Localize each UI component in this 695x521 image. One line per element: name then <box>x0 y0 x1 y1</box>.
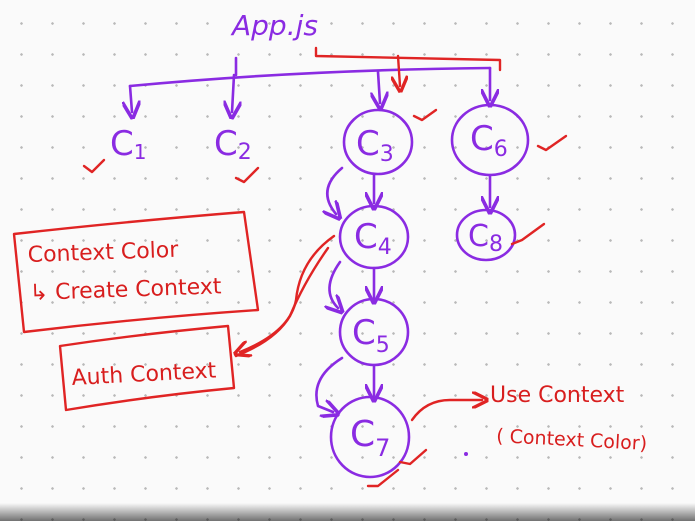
node-c8: C8 <box>468 219 503 257</box>
node-c7: C7 <box>350 414 390 462</box>
check-mark-c6 <box>536 134 568 152</box>
red-arrow-c4-to-auth <box>240 234 336 352</box>
svg-text:C4: C4 <box>354 217 392 260</box>
check-mark-c3 <box>412 108 438 122</box>
svg-text:C6: C6 <box>470 119 508 162</box>
svg-text:C1: C1 <box>110 124 146 164</box>
context-color-label: Context Color <box>27 238 179 268</box>
node-c4: C4 <box>354 217 392 260</box>
check-mark-c2 <box>234 166 260 184</box>
red-arrow-c7-to-use-context <box>410 400 482 422</box>
red-bracket-from-root <box>314 46 502 72</box>
create-context-label: ↳ Create Context <box>29 274 222 306</box>
svg-text:C5: C5 <box>352 313 390 358</box>
stray-dot <box>464 452 468 456</box>
svg-text:C3: C3 <box>356 124 394 167</box>
node-c1: C1 <box>110 124 146 164</box>
curve-c4-c5 <box>329 260 340 308</box>
auth-context-label: Auth Context <box>71 358 217 391</box>
root-label: App.js <box>230 9 318 42</box>
horizontal-branch <box>128 66 492 88</box>
check-mark-c7-b <box>366 468 400 488</box>
check-mark-c8 <box>510 222 546 246</box>
svg-text:C8: C8 <box>468 219 503 257</box>
edge-root-c1 <box>130 84 132 112</box>
check-mark-c7-a <box>398 448 428 466</box>
node-c5: C5 <box>352 313 390 358</box>
node-c6: C6 <box>470 119 508 162</box>
check-mark-c1 <box>82 158 106 174</box>
context-color-box <box>12 210 260 334</box>
node-c3-circle <box>342 108 414 176</box>
edge-root-c3 <box>378 70 380 103</box>
use-context-label: Use Context <box>490 383 625 408</box>
svg-text:C2: C2 <box>214 124 252 165</box>
red-arrow-c3-side <box>398 54 400 86</box>
node-c2: C2 <box>214 124 252 165</box>
curve-c5-c7 <box>315 356 344 412</box>
node-c3: C3 <box>356 124 394 167</box>
red-arrow-c4-to-auth-inner <box>234 246 330 358</box>
svg-text:C7: C7 <box>350 414 390 462</box>
curve-c3-c4 <box>327 166 344 214</box>
use-context-argument: ( Context Color) <box>496 425 648 455</box>
edge-root-c2 <box>232 73 234 112</box>
auth-context-box <box>58 324 236 412</box>
